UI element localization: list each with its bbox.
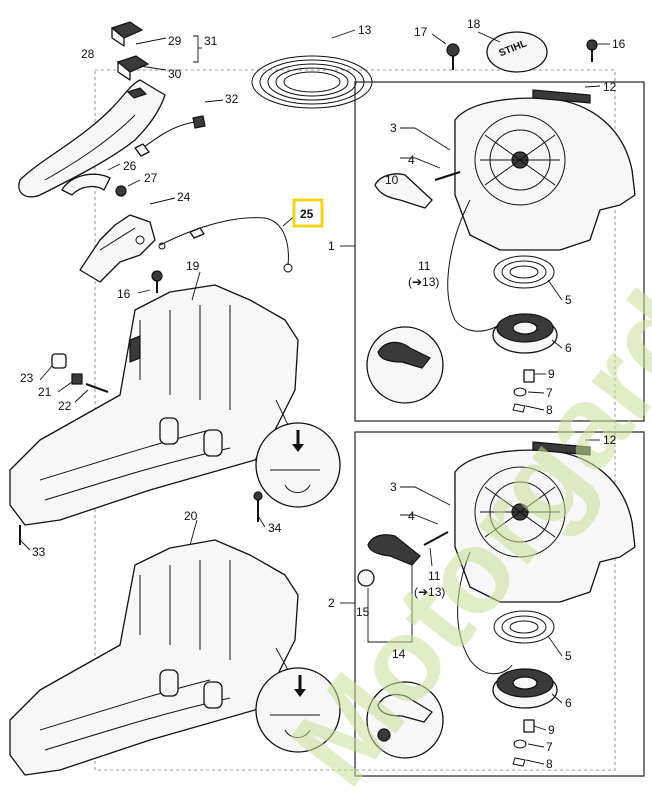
pawl-9-upper xyxy=(523,369,535,383)
label-26: 26 xyxy=(123,159,137,173)
housing-20 xyxy=(9,539,299,776)
label-4-lower: 4 xyxy=(408,509,415,523)
detail-circle-lower xyxy=(255,647,341,753)
screw-16-right xyxy=(586,39,598,62)
label-12-lower xyxy=(532,441,591,456)
rotor-6-lower xyxy=(492,668,558,709)
washer-7-lower xyxy=(513,739,527,749)
clip-26 xyxy=(61,173,111,196)
label-16-left: 16 xyxy=(117,287,131,301)
label-27: 27 xyxy=(144,171,158,185)
label-12-lower: 12 xyxy=(603,433,617,447)
label-21: 21 xyxy=(38,385,52,399)
starter-cover-upper xyxy=(454,97,636,251)
logo-disc-18: STIHL xyxy=(486,31,548,73)
label-30: 30 xyxy=(168,67,182,81)
starter-cover-lower xyxy=(454,449,636,603)
label-25: 25 xyxy=(300,207,314,221)
spring-27 xyxy=(115,185,127,197)
label-8-lower: 8 xyxy=(546,757,553,771)
label-7-lower: 7 xyxy=(546,740,553,754)
label-2: 2 xyxy=(328,596,335,610)
label-28: 28 xyxy=(81,47,95,61)
label-34: 34 xyxy=(268,521,282,535)
box-starter-2 xyxy=(354,431,645,777)
screw-16-left xyxy=(151,270,163,293)
starter-rope-13 xyxy=(251,55,373,109)
label-9-upper: 9 xyxy=(548,367,555,381)
highlight-box-25 xyxy=(292,198,324,228)
label-3-upper: 3 xyxy=(390,121,397,135)
pawl-9-lower xyxy=(523,719,535,733)
bracket-24 xyxy=(79,214,156,283)
label-11-lower: 11 xyxy=(428,569,441,583)
label-9-lower: 9 xyxy=(548,723,555,737)
label-29: 29 xyxy=(168,34,182,48)
label-23: 23 xyxy=(20,371,34,385)
clip-8-lower xyxy=(512,757,526,767)
label-31: 31 xyxy=(204,34,218,48)
box-starter-1 xyxy=(354,81,645,422)
label-4-upper: 4 xyxy=(408,153,415,167)
label-6-upper: 6 xyxy=(565,341,572,355)
label-10: 10 xyxy=(385,173,399,187)
label-5-upper: 5 xyxy=(565,293,572,307)
switch-30 xyxy=(116,55,150,81)
label-33: 33 xyxy=(32,545,46,559)
cable-25 xyxy=(158,217,293,273)
grip-14 xyxy=(367,531,449,566)
ref-13-lower: (➔13) xyxy=(414,585,445,599)
label-12-upper xyxy=(532,89,591,104)
label-14: 14 xyxy=(392,647,406,661)
label-3-lower: 3 xyxy=(390,480,397,494)
handle-grip xyxy=(18,79,166,198)
label-16-right: 16 xyxy=(612,37,626,51)
cap-15 xyxy=(357,569,375,587)
label-24: 24 xyxy=(177,190,191,204)
label-32: 32 xyxy=(225,92,239,106)
rope-upper xyxy=(447,199,511,332)
part-labels: 28 29 31 30 32 13 17 18 16 26 27 24 25 1… xyxy=(20,17,626,771)
label-20: 20 xyxy=(184,509,198,523)
label-22: 22 xyxy=(58,399,72,413)
label-5-lower: 5 xyxy=(565,649,572,663)
label-8-upper: 8 xyxy=(546,403,553,417)
washer-7-upper xyxy=(513,387,527,397)
label-11-upper: 11 xyxy=(418,259,431,273)
rope-lower xyxy=(457,551,513,675)
ref-13-upper: (➔13) xyxy=(408,275,439,289)
grip-detail-lower xyxy=(366,681,444,759)
label-7-upper: 7 xyxy=(546,386,553,400)
bushing-23 xyxy=(51,353,67,369)
screw-34 xyxy=(253,491,263,522)
label-12-upper: 12 xyxy=(603,80,617,94)
spring-21 xyxy=(71,373,83,385)
label-1: 1 xyxy=(328,239,335,253)
housing-19 xyxy=(9,284,299,526)
detail-circle-upper xyxy=(255,399,341,508)
spring-5-lower xyxy=(493,610,555,644)
label-15: 15 xyxy=(356,605,370,619)
label-19: 19 xyxy=(186,259,200,273)
rotor-6-upper xyxy=(492,313,558,354)
label-18: 18 xyxy=(467,17,481,31)
clip-8-upper xyxy=(512,403,526,413)
label-13: 13 xyxy=(358,23,372,37)
grip-10 xyxy=(374,171,461,209)
pin-22 xyxy=(85,383,109,393)
leader-lines xyxy=(19,29,610,765)
grip-detail-upper xyxy=(366,326,444,404)
cable-32 xyxy=(134,115,206,157)
screw-17 xyxy=(446,43,460,70)
spring-5-upper xyxy=(493,255,555,289)
label-6-lower: 6 xyxy=(565,696,572,710)
switch-28 xyxy=(110,21,144,47)
label-17: 17 xyxy=(414,25,428,39)
